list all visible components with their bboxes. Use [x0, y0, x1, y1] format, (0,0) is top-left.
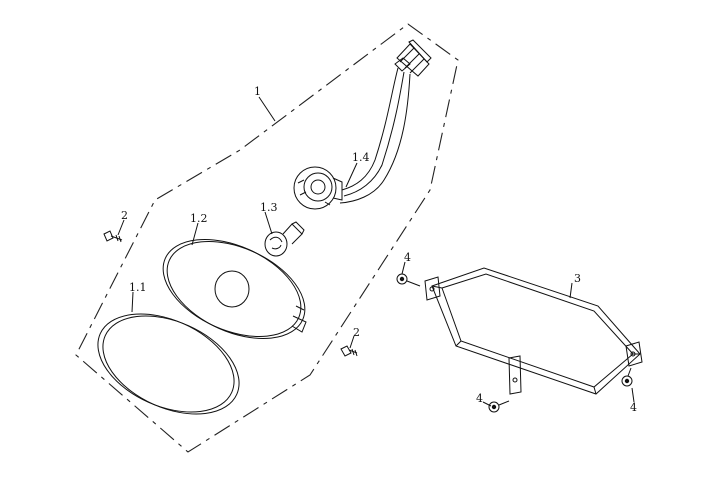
mounting-frame [424, 267, 643, 395]
label-part-2-right: 2 [353, 326, 360, 339]
label-part-1-3: 1.3 [260, 201, 278, 214]
bulb [264, 221, 305, 257]
label-part-4-right: 4 [630, 401, 637, 414]
bulb-socket [293, 166, 343, 210]
headlight-lens [97, 313, 240, 415]
label-part-3: 3 [574, 272, 581, 285]
label-part-1: 1 [254, 85, 261, 98]
screw-upper-left [103, 230, 123, 243]
label-part-1-2: 1.2 [190, 212, 208, 225]
label-part-4-top: 4 [404, 251, 411, 264]
wiring-harness [339, 39, 432, 204]
headlight-housing [162, 238, 307, 340]
label-part-1-1: 1.1 [129, 281, 147, 294]
screw-lower-right [340, 345, 358, 357]
assembly-boundary [75, 23, 459, 453]
screw-frame-right [621, 367, 633, 387]
label-part-4-bottom: 4 [476, 392, 483, 405]
screw-frame-bottom [488, 400, 510, 413]
label-part-1-4: 1.4 [352, 151, 370, 164]
label-part-2-left: 2 [121, 209, 128, 222]
screw-frame-left [396, 273, 421, 287]
leader-lines [117, 96, 635, 407]
